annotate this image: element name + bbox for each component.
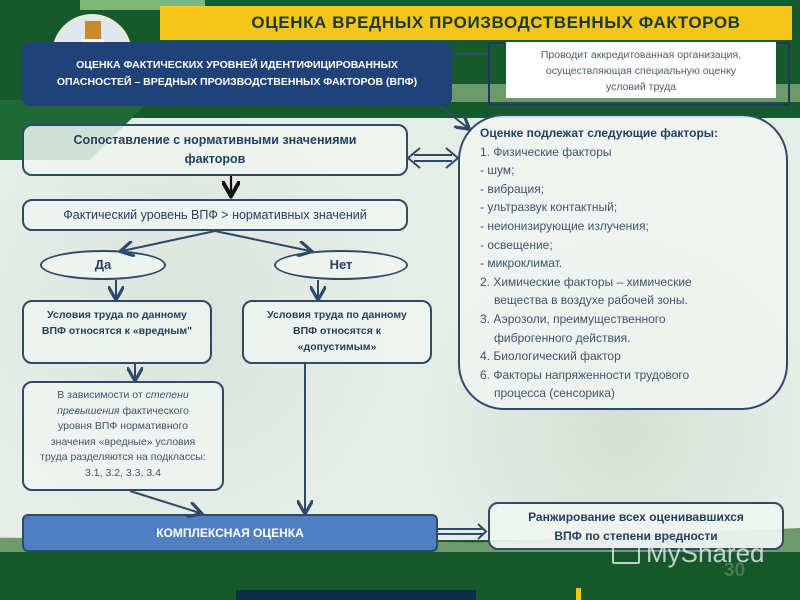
header-title-bar: ОЦЕНКА ВРЕДНЫХ ПРОИЗВОДСТВЕННЫХ ФАКТОРОВ [160,6,792,40]
factor-item: - освещение; [480,237,553,252]
harmful-conditions-box: Условия труда по данному ВПФ относятся к… [22,300,212,364]
factor-item: 2. Химические факторы – химические [480,274,692,289]
factors-box: Оценке подлежат следующие факторы: 1. Фи… [458,114,788,410]
accredited-line1: Проводит аккредитованная организация, [540,49,742,61]
no-label: Нет [329,257,353,272]
harmful-line2: ВПФ относятся к «вредным" [41,325,193,337]
top-box-line1: ОЦЕНКА ФАКТИЧЕСКИХ УРОВНЕЙ ИДЕНТИФИЦИРОВ… [76,59,398,71]
connector-line [452,53,490,55]
emphasis-excess: превышения [57,404,120,417]
factor-item: вещества в воздухе рабочей зоны. [494,293,688,308]
factor-item: фиброгенного действия. [494,330,631,345]
comparison-line2: факторов [184,152,246,166]
bottom-yellow-mark [576,588,581,600]
complex-assessment-box: КОМПЛЕКСНАЯ ОЦЕНКА [22,514,438,552]
factor-item: - вибрация; [480,181,545,196]
factor-item: - шум; [480,163,515,178]
acceptable-line1: Условия труда по данному [267,309,407,321]
myshared-watermark: MyShared [612,536,792,570]
factor-item: - ультразвук контактный; [480,200,618,215]
factor-item: 3. Аэрозоли, преимущественного [480,311,666,326]
factor-item: 1. Физические факторы [480,144,612,159]
presentation-board-icon [612,542,640,564]
condition-text: Фактический уровень ВПФ > нормативных зн… [63,208,367,222]
subclass-box: В зависимости от степени превышения факт… [22,381,224,491]
page-number: 30 [724,560,746,581]
factor-item: 4. Биологический фактор [480,349,621,364]
factor-item: процесса (сенсорика) [494,386,615,401]
page-title: ОЦЕНКА ВРЕДНЫХ ПРОИЗВОДСТВЕННЫХ ФАКТОРОВ [251,13,741,32]
acceptable-line3: «допустимым» [297,341,377,353]
accredited-line3: условий труда [605,81,677,93]
acceptable-line2: ВПФ относятся к [292,325,382,337]
emphasis-degree: степени [145,389,189,401]
yes-ellipse: Да [40,250,166,280]
harmful-line1: Условия труда по данному [47,309,187,321]
accredited-organization-box: Проводит аккредитованная организация, ос… [506,42,776,98]
complex-assessment-text: КОМПЛЕКСНАЯ ОЦЕНКА [156,526,304,540]
acceptable-conditions-box: Условия труда по данному ВПФ относятся к… [242,300,432,364]
watermark-text: MyShared [646,537,765,568]
top-assessment-box: ОЦЕНКА ФАКТИЧЕСКИХ УРОВНЕЙ ИДЕНТИФИЦИРОВ… [22,42,452,106]
comparison-box: Сопоставление с нормативными значениями … [22,124,408,176]
comparison-line1: Сопоставление с нормативными значениями [73,133,357,147]
yes-label: Да [94,257,112,272]
factors-title: Оценке подлежат следующие факторы: [480,126,719,140]
top-box-line2: ОПАСНОСТЕЙ – ВРЕДНЫХ ПРОИЗВОДСТВЕННЫХ ФА… [56,76,418,88]
top-light-green-strip [80,0,205,10]
factor-item: - микроклимат. [480,256,563,271]
ranking-line1: Ранжирование всех оценивавшихся [528,510,744,524]
no-ellipse: Нет [274,250,408,280]
factor-item: 6. Факторы напряженности трудового [480,367,690,382]
factor-item: - неионизирующие излучения; [480,218,649,233]
condition-box: Фактический уровень ВПФ > нормативных зн… [22,199,408,231]
bottom-navy-strip [236,590,476,600]
accredited-line2: осуществляющая специальную оценку [545,65,737,77]
ranking-line2: ВПФ по степени вредности [554,529,718,543]
